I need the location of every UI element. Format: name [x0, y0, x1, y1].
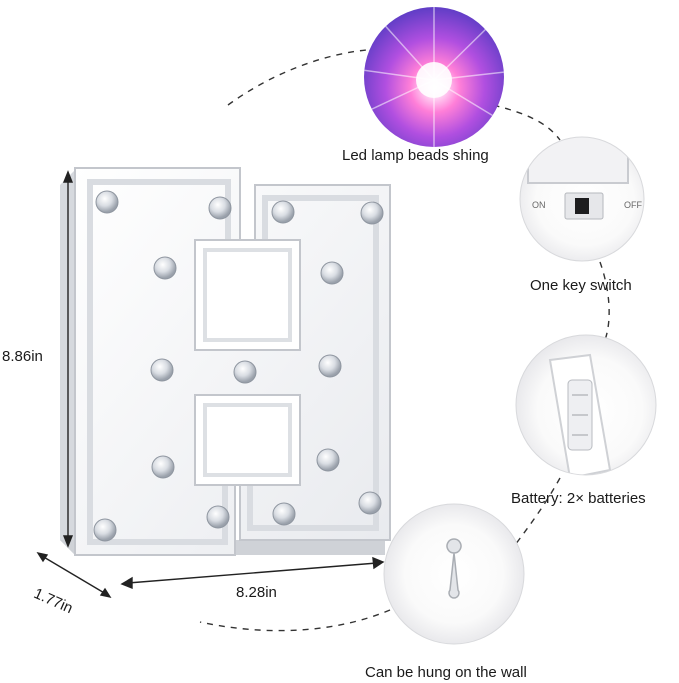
switch-closeup	[520, 137, 644, 261]
switch-off-text: OFF	[624, 200, 642, 210]
switch-on-text: ON	[532, 200, 546, 210]
battery-label: Battery: 2× batteries	[511, 490, 646, 507]
marquee-letter-h	[60, 167, 391, 556]
led-glow-closeup	[364, 7, 504, 147]
dimension-arrows	[36, 170, 385, 599]
hanging-hole-closeup	[384, 504, 524, 644]
led-label: Led lamp beads shing	[342, 147, 489, 164]
led-bulbs	[93, 190, 384, 542]
height-dimension: 8.86in	[2, 348, 43, 365]
hanging-label: Can be hung on the wall	[365, 664, 527, 681]
width-dimension: 8.28in	[236, 584, 277, 601]
switch-label: One key switch	[530, 277, 632, 294]
battery-closeup	[516, 335, 656, 475]
